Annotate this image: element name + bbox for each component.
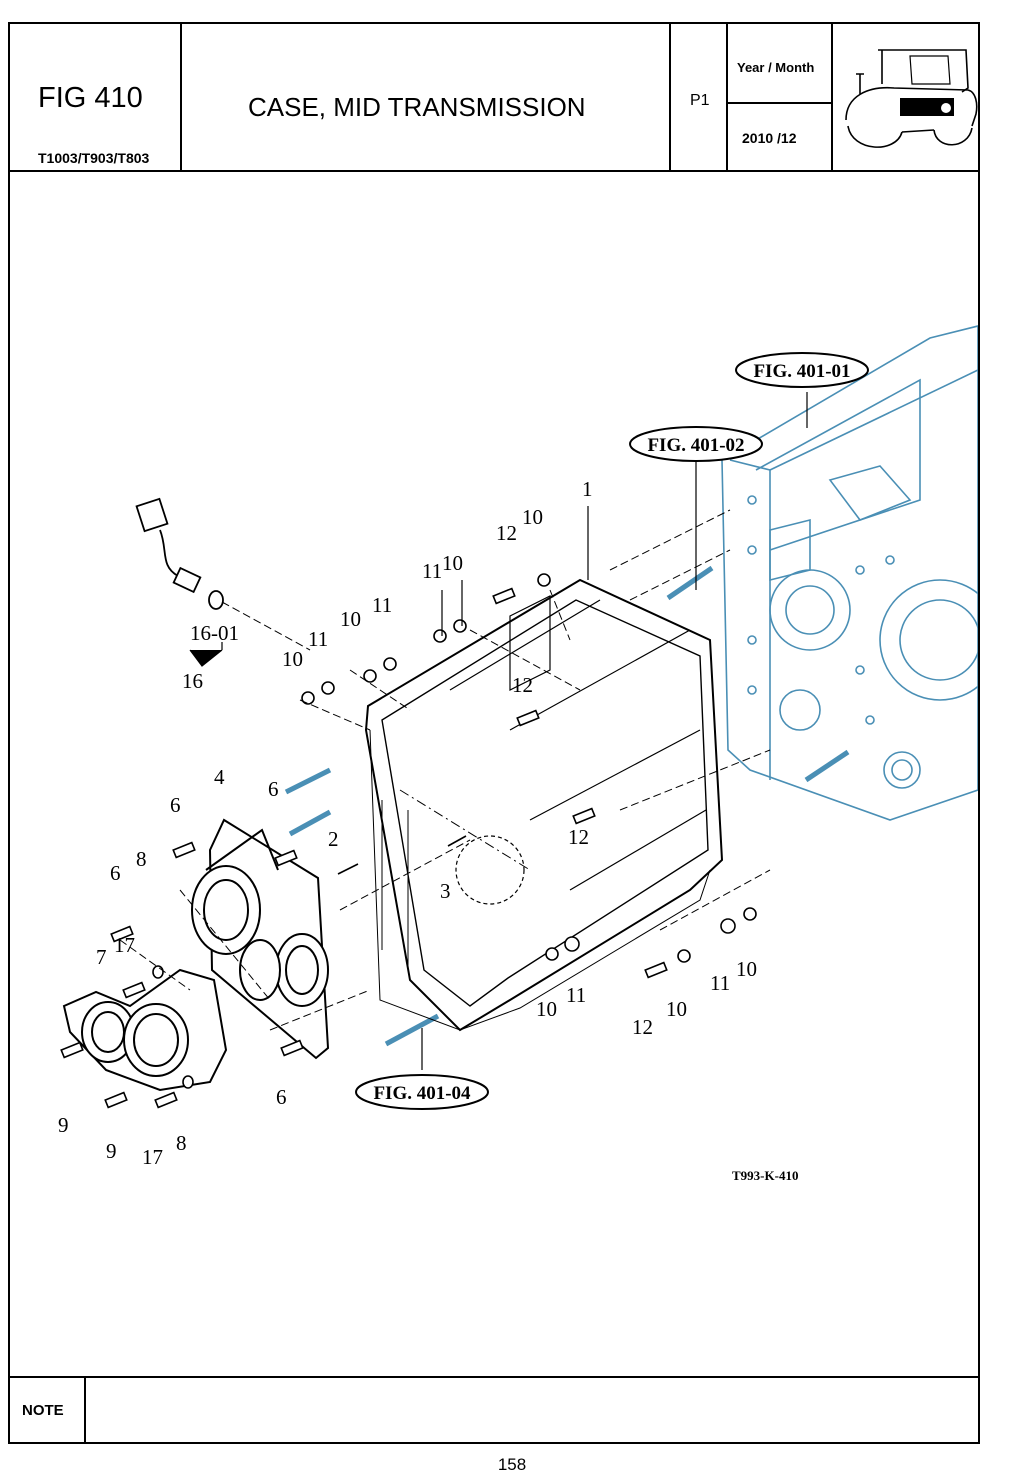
- year-month-value: 2010 /12: [742, 130, 797, 146]
- header-divider: [669, 24, 671, 170]
- header-divider: [180, 24, 182, 170]
- figure-ref-label: FIG. 401-01: [753, 361, 850, 382]
- part-label: 12: [568, 825, 589, 849]
- year-month-label: Year / Month: [737, 60, 815, 75]
- figure-ref-01: FIG. 401-01: [735, 352, 869, 388]
- reference-housing: [721, 325, 978, 821]
- part-label: 10: [736, 957, 757, 981]
- part-label: 16-01: [190, 621, 239, 645]
- part-label: 11: [710, 971, 730, 995]
- exploded-parts-diagram: FIG. 401-01 FIG. 401-02 FIG. 401-04 1 2 …: [58, 325, 978, 1183]
- stud-bolts-blue: [284, 565, 850, 1047]
- part-label: 6: [170, 793, 181, 817]
- part-label: 4: [214, 765, 225, 789]
- year-month-divider: [726, 102, 831, 104]
- figure-ref-02: FIG. 401-02: [629, 426, 763, 462]
- part-label: 10: [340, 607, 361, 631]
- fasteners: [60, 573, 757, 1109]
- part-label: 11: [372, 593, 392, 617]
- part-label: 6: [110, 861, 121, 885]
- drawing-code: T993-K-410: [732, 1168, 798, 1183]
- part-label: 8: [136, 847, 147, 871]
- header-divider: [831, 24, 833, 170]
- note-divider: [84, 1378, 86, 1444]
- part-label: 7: [96, 945, 107, 969]
- part-label: 12: [632, 1015, 653, 1039]
- page-code: P1: [690, 92, 710, 109]
- part-label: 10: [666, 997, 687, 1021]
- dashed-leaders: [119, 509, 771, 1031]
- figure-ref-label: FIG. 401-04: [373, 1083, 471, 1104]
- part-label: 11: [308, 627, 328, 651]
- part-label: 16: [182, 669, 203, 693]
- part-label: 17: [114, 933, 135, 957]
- fig-number: FIG 410: [38, 82, 143, 114]
- part-label: 3: [440, 879, 451, 903]
- part-label: 9: [58, 1113, 69, 1137]
- part-label: 11: [422, 559, 442, 583]
- sensor: [135, 497, 224, 610]
- part-label: 11: [566, 983, 586, 1007]
- part-label: 1: [582, 477, 593, 501]
- part-label: 9: [106, 1139, 117, 1163]
- page-number: 158: [497, 1455, 527, 1474]
- part-label: 10: [442, 551, 463, 575]
- page-frame: FIG 410 T1003/T903/T803 CASE, MID TRANSM…: [8, 22, 980, 1444]
- figure-ref-label: FIG. 401-02: [647, 435, 744, 456]
- part-label: 2: [328, 827, 339, 851]
- model-list: T1003/T903/T803: [38, 150, 150, 166]
- figure-ref-04: FIG. 401-04: [355, 1074, 489, 1110]
- mid-transmission-case: [364, 578, 724, 1032]
- front-cover: [191, 818, 330, 1060]
- part-label: 17: [142, 1145, 163, 1169]
- part-label: 6: [276, 1085, 287, 1109]
- label-leaders: [189, 392, 808, 1070]
- note-row: NOTE: [10, 1376, 978, 1444]
- part-label: 10: [536, 997, 557, 1021]
- part-label: 12: [496, 521, 517, 545]
- part-label: 12: [512, 673, 533, 697]
- tractor-icon: [845, 49, 978, 148]
- page-title: CASE, MID TRANSMISSION: [248, 92, 586, 122]
- header: FIG 410 T1003/T903/T803 CASE, MID TRANSM…: [10, 24, 978, 172]
- output-housing: [62, 968, 228, 1092]
- part-label: 6: [268, 777, 279, 801]
- part-label: 10: [522, 505, 543, 529]
- part-labels: 1 2 3 4 6 6 6 6 6 7 8 8 9 9 10 10 10 10 …: [58, 477, 757, 1169]
- part-label: 10: [282, 647, 303, 671]
- part-label: 8: [176, 1131, 187, 1155]
- note-label: NOTE: [22, 1402, 64, 1419]
- header-divider: [726, 24, 728, 170]
